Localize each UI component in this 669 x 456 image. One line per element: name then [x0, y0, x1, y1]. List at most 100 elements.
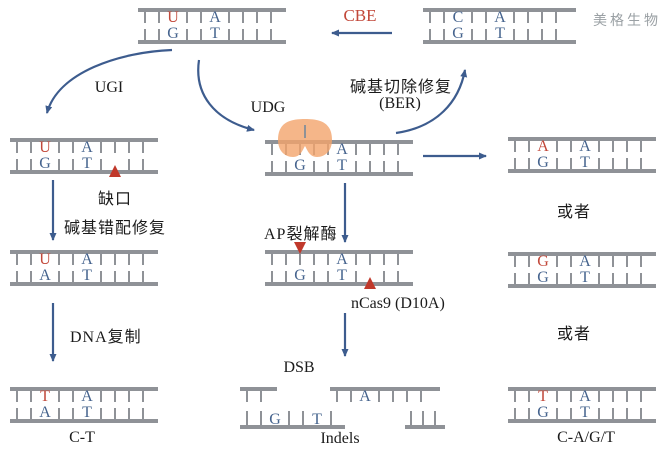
base-tooth: [556, 273, 558, 285]
base-tooth: [72, 271, 74, 283]
backbone-bottom: [265, 172, 413, 176]
base-letter: A: [336, 251, 348, 268]
base-tooth: [270, 29, 272, 41]
base-tooth: [378, 390, 380, 402]
base-tooth: [626, 140, 628, 152]
base-tooth: [626, 408, 628, 420]
base-tooth: [397, 271, 399, 283]
base-tooth: [270, 11, 272, 23]
base-tooth: [527, 11, 529, 23]
base-tooth: [100, 159, 102, 171]
base-tooth: [327, 143, 329, 155]
base-tooth: [30, 253, 32, 265]
nick-marker-down: [294, 242, 306, 254]
base-tooth: [30, 141, 32, 153]
base-tooth: [369, 161, 371, 173]
nick-marker-up: [364, 277, 376, 289]
base-tooth: [256, 11, 258, 23]
base-tooth: [485, 29, 487, 41]
backbone-bottom: [265, 282, 413, 286]
base-tooth: [514, 140, 516, 152]
base-tooth: [528, 255, 530, 267]
or-label-2: 或者: [556, 326, 591, 343]
base-tooth: [128, 141, 130, 153]
base-tooth: [142, 141, 144, 153]
base-tooth: [285, 253, 287, 265]
base-tooth: [612, 255, 614, 267]
base-tooth: [541, 29, 543, 41]
base-tooth: [246, 390, 248, 402]
base-tooth: [302, 411, 304, 425]
base-tooth: [514, 408, 516, 420]
base-letter: A: [336, 141, 348, 158]
base-tooth: [420, 390, 422, 402]
ugi-label: UGI: [94, 79, 124, 96]
base-tooth: [612, 390, 614, 402]
base-tooth: [72, 253, 74, 265]
base-tooth: [16, 141, 18, 153]
base-tooth: [200, 11, 202, 23]
base-letter: T: [580, 404, 590, 421]
base-letter: T: [337, 157, 347, 174]
base-tooth: [355, 253, 357, 265]
base-letter: C: [452, 9, 464, 26]
base-tooth: [406, 390, 408, 402]
base-tooth: [471, 11, 473, 23]
base-tooth: [640, 408, 642, 420]
base-letter: G: [294, 157, 306, 174]
base-tooth: [186, 29, 188, 41]
base-letter: A: [579, 253, 591, 270]
base-tooth: [640, 140, 642, 152]
base-tooth: [313, 271, 315, 283]
base-tooth: [100, 408, 102, 420]
base-tooth: [16, 159, 18, 171]
base-tooth: [100, 141, 102, 153]
base-tooth: [327, 161, 329, 173]
nick-label: 缺口: [98, 191, 133, 208]
base-tooth: [16, 408, 18, 420]
backbone-top: [330, 387, 440, 391]
base-tooth: [397, 253, 399, 265]
base-tooth: [288, 411, 290, 425]
ap-lyase-label: AP裂解酶: [264, 226, 338, 243]
base-tooth: [369, 253, 371, 265]
base-tooth: [350, 390, 352, 402]
base-letter: T: [210, 25, 220, 42]
base-tooth: [612, 140, 614, 152]
base-letter: G: [39, 155, 51, 172]
base-tooth: [16, 271, 18, 283]
base-tooth: [30, 408, 32, 420]
base-tooth: [429, 29, 431, 41]
base-tooth: [598, 390, 600, 402]
backbone-bottom: [508, 419, 656, 423]
base-tooth: [626, 158, 628, 170]
base-tooth: [313, 161, 315, 173]
base-letter: T: [82, 155, 92, 172]
base-tooth: [640, 158, 642, 170]
base-letter: T: [82, 267, 92, 284]
base-tooth: [242, 11, 244, 23]
base-tooth: [271, 253, 273, 265]
base-tooth: [514, 390, 516, 402]
backbone-top: [240, 387, 277, 391]
base-tooth: [528, 273, 530, 285]
base-tooth: [72, 390, 74, 402]
base-tooth: [142, 271, 144, 283]
base-tooth: [514, 158, 516, 170]
base-tooth: [158, 29, 160, 41]
backbone-top: [423, 8, 576, 12]
base-letter: A: [81, 139, 93, 156]
base-tooth: [327, 253, 329, 265]
base-tooth: [570, 158, 572, 170]
base-tooth: [128, 271, 130, 283]
base-tooth: [434, 411, 436, 425]
backbone-top: [508, 387, 656, 391]
base-tooth: [612, 158, 614, 170]
base-tooth: [528, 140, 530, 152]
backbone-bottom: [10, 419, 158, 423]
base-tooth: [528, 408, 530, 420]
base-tooth: [612, 408, 614, 420]
